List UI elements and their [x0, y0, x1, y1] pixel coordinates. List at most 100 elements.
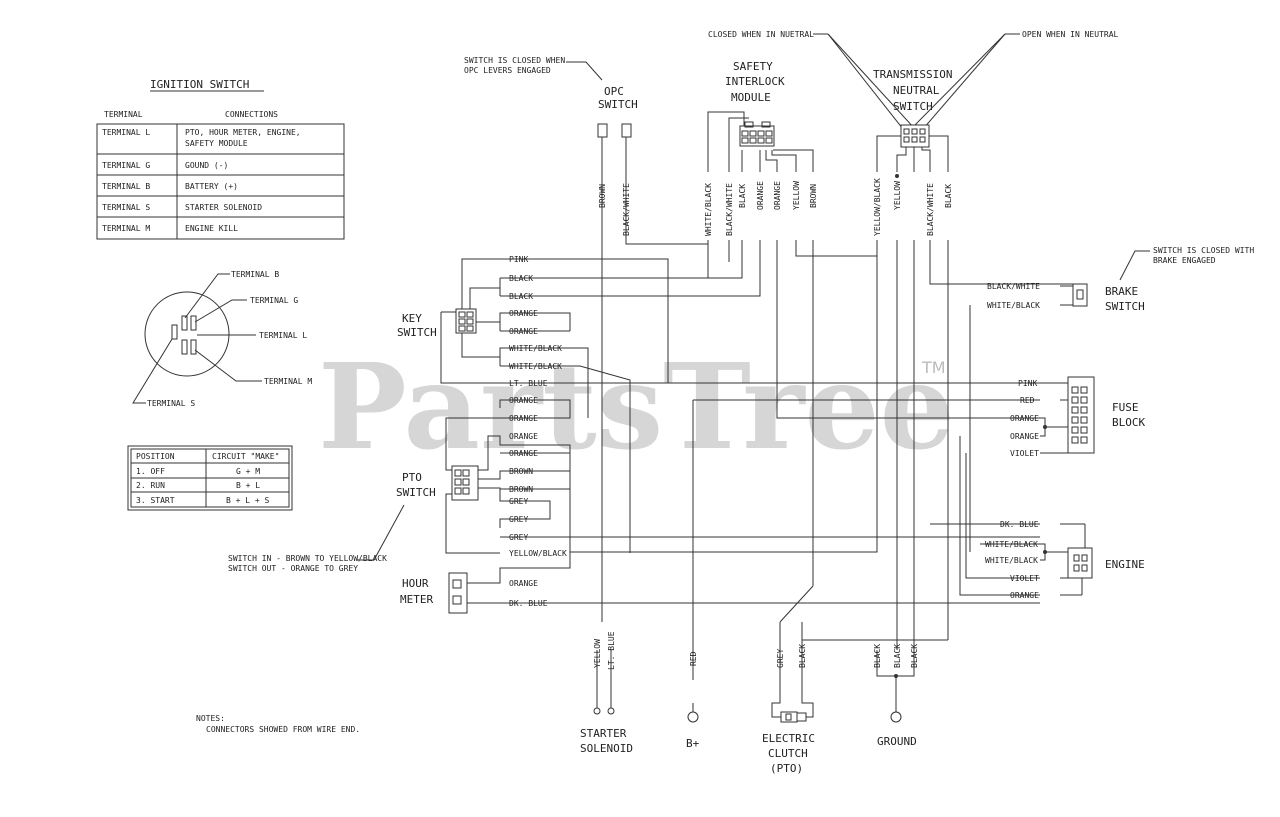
brake-note-1: SWITCH IS CLOSED WITH — [1153, 246, 1254, 255]
wire-label: ORANGE — [1010, 591, 1039, 600]
fuse-label-1: FUSE — [1112, 401, 1139, 414]
fuse-wire-labels: PINK RED ORANGE ORANGE VIOLET — [1010, 379, 1039, 458]
opc-note-2: OPC LEVERS ENGAGED — [464, 66, 551, 75]
wire-label: YELLOW — [593, 639, 602, 668]
wire-label: ORANGE — [756, 181, 765, 210]
top-wire-labels: BROWN BLACK/WHITE WHITE/BLACK BLACK/WHIT… — [598, 178, 953, 236]
terminal-l-label: TERMINAL L — [259, 331, 307, 340]
terminal-cell: TERMINAL B — [102, 182, 150, 191]
connection-cell: SAFETY MODULE — [185, 139, 248, 148]
terminal-cell: TERMINAL M — [102, 224, 150, 233]
brake-switch: BRAKE SWITCH SWITCH IS CLOSED WITH BRAKE… — [1072, 246, 1254, 313]
brake-label-1: BRAKE — [1105, 285, 1138, 298]
brake-note-2: BRAKE ENGAGED — [1153, 256, 1216, 265]
hour-meter-label-2: METER — [400, 593, 433, 606]
closed-note: CLOSED WHEN IN NUETRAL — [708, 30, 814, 39]
engine-wire-labels: DK. BLUE WHITE/BLACK WHITE/BLACK VIOLET … — [985, 520, 1039, 600]
connection-cell: GOUND (-) — [185, 161, 228, 170]
sim-label-2: INTERLOCK — [725, 75, 785, 88]
col-position: POSITION — [136, 452, 175, 461]
opc-note-1: SWITCH IS CLOSED WHEN — [464, 56, 565, 65]
wire-label: GREY — [509, 497, 528, 506]
wire-label: DK. BLUE — [1000, 520, 1039, 529]
notes-text: CONNECTORS SHOWED FROM WIRE END. — [206, 725, 360, 734]
ground: GROUND — [877, 711, 917, 748]
starter-label-2: SOLENOID — [580, 742, 633, 755]
ignition-switch-title: IGNITION SWITCH — [150, 78, 249, 91]
wire-label: WHITE/BLACK — [985, 540, 1038, 549]
wire-label: BROWN — [509, 485, 533, 494]
wire-label: PINK — [509, 255, 528, 264]
safety-interlock-module: SAFETY INTERLOCK MODULE — [725, 60, 785, 147]
sim-label-1: SAFETY — [733, 60, 773, 73]
wire-label: YELLOW/BLACK — [509, 549, 567, 558]
key-switch-wire-labels: PINK BLACK BLACK ORANGE ORANGE WHITE/BLA… — [509, 255, 562, 388]
wire-label: VIOLET — [1010, 574, 1039, 583]
ground-label: GROUND — [877, 735, 917, 748]
pto-switch: PTO SWITCH SWITCH IN - BROWN TO YELLOW/B… — [228, 465, 479, 573]
opc-label-2: SWITCH — [598, 98, 638, 111]
tns-label-3: SWITCH — [893, 100, 933, 113]
wire-label: BLACK/WHITE — [987, 282, 1040, 291]
key-switch-label-1: KEY — [402, 312, 422, 325]
wire-label: BROWN — [809, 184, 818, 208]
wire-label: LT. BLUE — [509, 379, 548, 388]
wire-label: ORANGE — [509, 449, 538, 458]
tns-label-1: TRANSMISSION — [873, 68, 952, 81]
engine-connector: ENGINE — [1067, 547, 1145, 579]
clutch-label-3: (PTO) — [770, 762, 803, 775]
wire-label: BLACK/WHITE — [622, 183, 631, 236]
junction-dots — [894, 174, 1047, 678]
wire-label: RED — [1020, 396, 1035, 405]
pto-switch-label-2: SWITCH — [396, 486, 436, 499]
starter-solenoid: STARTER SOLENOID — [580, 700, 633, 755]
col-circuit: CIRCUIT "MAKE" — [212, 452, 279, 461]
key-switch-label-2: SWITCH — [397, 326, 437, 339]
wire-label: BLACK/WHITE — [926, 183, 935, 236]
terminal-g-label: TERMINAL G — [250, 296, 298, 305]
terminal-cell: TERMINAL L — [102, 128, 150, 137]
ignition-switch-face: TERMINAL B TERMINAL G TERMINAL L TERMINA… — [132, 270, 312, 408]
wire-label: VIOLET — [1010, 449, 1039, 458]
opc-label-1: OPC — [604, 85, 624, 98]
wire-label: ORANGE — [509, 327, 538, 336]
position-cell: 1. OFF — [136, 467, 165, 476]
open-note: OPEN WHEN IN NEUTRAL — [1022, 30, 1119, 39]
wire-label: RED — [689, 651, 698, 666]
wire-label: BLACK — [893, 644, 902, 668]
connection-cell: STARTER SOLENOID — [185, 203, 262, 212]
starter-label-1: STARTER — [580, 727, 627, 740]
wire-label: BLACK — [738, 184, 747, 208]
wire-label: ORANGE — [509, 309, 538, 318]
ignition-switch-table: IGNITION SWITCH TERMINAL CONNECTIONS TER… — [96, 78, 345, 240]
wire-label: ORANGE — [509, 579, 538, 588]
wire-label: BLACK — [509, 274, 533, 283]
wire-label: LT. BLUE — [607, 631, 616, 670]
bplus-label: B+ — [686, 737, 700, 750]
wire-label: BLACK — [509, 292, 533, 301]
position-cell: 3. START — [136, 496, 175, 505]
engine-label: ENGINE — [1105, 558, 1145, 571]
clutch-label-2: CLUTCH — [768, 747, 808, 760]
wire-label: GREY — [509, 515, 528, 524]
notes-title: NOTES: — [196, 714, 225, 723]
connection-cell: PTO, HOUR METER, ENGINE, — [185, 128, 301, 137]
terminal-b-label: TERMINAL B — [231, 270, 279, 279]
connection-cell: ENGINE KILL — [185, 224, 238, 233]
clutch-label-1: ELECTRIC — [762, 732, 815, 745]
wire-label: BROWN — [598, 184, 607, 208]
wire-label: WHITE/BLACK — [985, 556, 1038, 565]
terminal-s-label: TERMINAL S — [147, 399, 195, 408]
wire-label: ORANGE — [1010, 414, 1039, 423]
wire-label: ORANGE — [509, 414, 538, 423]
fuse-block: FUSE BLOCK — [1067, 376, 1145, 454]
watermark-tm: TM — [921, 358, 946, 377]
wire-label: BLACK/WHITE — [725, 183, 734, 236]
battery-positive: B+ — [686, 703, 700, 750]
wire-label: WHITE/BLACK — [509, 344, 562, 353]
wire-label: WHITE/BLACK — [704, 183, 713, 236]
key-switch: KEY SWITCH — [397, 308, 477, 339]
wire-label: GREY — [776, 649, 785, 668]
fuse-label-2: BLOCK — [1112, 416, 1145, 429]
